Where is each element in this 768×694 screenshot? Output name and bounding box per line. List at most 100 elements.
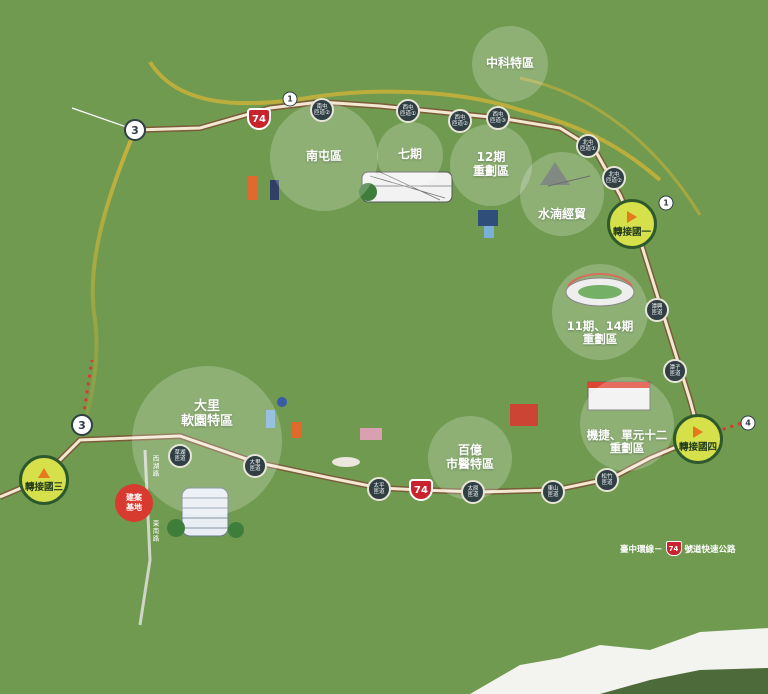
ic-sublabel: 匝道① xyxy=(400,111,416,117)
zone-qiqi-label: 七期 xyxy=(397,147,422,162)
station-illustration xyxy=(587,381,651,411)
freeway-1-right xyxy=(519,76,702,216)
route-number: 4 xyxy=(745,418,751,428)
map-legend: 臺中環線－ 74 號道快速公路 xyxy=(620,541,736,556)
route-number: 1 xyxy=(663,198,669,208)
legend-prefix: 臺中環線－ xyxy=(620,544,663,555)
interchange-tanxing[interactable]: 潭興匝道 xyxy=(645,298,669,322)
ic-sublabel: 匝道 xyxy=(467,492,479,498)
ic-sublabel: 匝道② xyxy=(606,178,622,184)
mountain-ridge xyxy=(600,668,768,694)
ic-label: 草湖 xyxy=(174,449,186,456)
route-number: 3 xyxy=(78,418,86,432)
ic-label: 太平 xyxy=(373,482,385,489)
zone-baiyi-label-b: 市醫特區 xyxy=(445,457,494,471)
interchange-dongshan[interactable]: 東山匝道 xyxy=(541,480,565,504)
ic-label: 東山 xyxy=(547,485,559,492)
zone-shuinan-label: 水湳經貿 xyxy=(537,207,586,222)
shield-number: 74 xyxy=(414,484,428,496)
ic-sublabel: 匝道 xyxy=(669,371,681,377)
route-1-marker-top: 1 xyxy=(282,91,298,107)
site-label-b: 基地 xyxy=(126,503,142,512)
interchange-songzhu[interactable]: 松竹匝道 xyxy=(595,468,619,492)
route-number: 3 xyxy=(131,123,139,137)
zone-jijie-label: 機捷、單元十二 xyxy=(586,427,668,442)
stadium-illustration xyxy=(565,273,635,307)
interchange-xitun2[interactable]: 西屯匝道② xyxy=(448,109,472,133)
play-triangle-icon xyxy=(627,210,637,223)
ic-label: 西屯 xyxy=(492,111,504,118)
ic-sublabel: 匝道② xyxy=(452,121,468,127)
site-label: 建案 xyxy=(126,493,142,503)
route-4-marker: 4 xyxy=(740,415,756,431)
ic-sublabel: 匝道③ xyxy=(490,118,506,124)
play-triangle-icon xyxy=(693,425,703,438)
interchange-xitun3[interactable]: 西屯匝道③ xyxy=(486,106,510,130)
zone-shier-label-b: 重劃區 xyxy=(472,164,509,178)
road-label-xihu: 西湖路 xyxy=(151,455,159,478)
ic-label: 北屯 xyxy=(608,171,620,178)
interchange-xitun1[interactable]: 西屯匝道① xyxy=(396,99,420,123)
zone-qiqi: 七期 xyxy=(377,122,443,188)
interchange-nantun2[interactable]: 南屯匝道② xyxy=(310,98,334,122)
interchange-caohu[interactable]: 草湖匝道 xyxy=(168,444,192,468)
zone-jijie: 機捷、單元十二 重劃區 xyxy=(580,377,674,471)
zone-q11: 11期、14期 重劃區 xyxy=(552,264,648,360)
people-illustrations xyxy=(248,176,538,467)
zone-shuinan: 水湳經貿 xyxy=(520,152,604,236)
zone-nantun-label: 南屯區 xyxy=(305,149,342,164)
hub-label: 轉接國三 xyxy=(24,481,63,493)
triangle-up-icon xyxy=(38,467,50,478)
route-3-marker-left: 3 xyxy=(71,414,93,436)
shield-number: 74 xyxy=(252,113,266,125)
ic-label: 潭子 xyxy=(669,364,681,371)
ic-sublabel: 匝道① xyxy=(580,146,596,152)
zone-zhongke-label: 中科特區 xyxy=(485,56,534,71)
legend-74-shield: 74 xyxy=(665,541,682,556)
ic-label: 南屯 xyxy=(316,103,328,110)
zone-zhongke: 中科特區 xyxy=(472,26,548,102)
hub-freeway-1[interactable]: 轉接國一 xyxy=(607,199,657,249)
ic-label: 松竹 xyxy=(601,473,613,480)
zone-baiyi-label: 百億 xyxy=(457,443,482,458)
hub-freeway-3[interactable]: 轉接國三 xyxy=(19,455,69,505)
zone-shier: 12期 重劃區 xyxy=(450,124,532,206)
tower-illustration xyxy=(167,487,244,538)
shuinan-illustration xyxy=(540,162,591,187)
qiqi-buildings-illustration xyxy=(359,171,453,203)
ic-label: 西屯 xyxy=(454,114,466,121)
ic-sublabel: 匝道 xyxy=(174,456,186,462)
zone-dali: 大里 軟園特區 xyxy=(132,366,282,516)
road-label-dongnan: 東南路 xyxy=(151,520,159,543)
construction-site-marker[interactable]: 建案 基地 xyxy=(115,484,153,522)
ic-label: 北屯 xyxy=(582,139,594,146)
hub-label: 轉接國四 xyxy=(678,441,717,453)
ic-label: 西屯 xyxy=(402,104,414,111)
route-number: 1 xyxy=(287,94,293,104)
ic-sublabel: 匝道② xyxy=(314,110,330,116)
ic-label: 潭興 xyxy=(651,303,663,310)
interchange-beitun1[interactable]: 北屯匝道① xyxy=(576,134,600,158)
ic-sublabel: 匝道 xyxy=(373,489,385,495)
zone-q11-label-b: 重劃區 xyxy=(582,331,618,346)
legend-suffix: 號道快速公路 xyxy=(684,544,736,555)
interchange-tanzi[interactable]: 潭子匝道 xyxy=(663,359,687,383)
hub-label: 轉接國一 xyxy=(612,226,651,238)
freeway-3-left xyxy=(78,129,137,441)
interchange-beitun2[interactable]: 北屯匝道② xyxy=(602,166,626,190)
ic-label: 太原 xyxy=(467,485,479,492)
interchange-taiping[interactable]: 太平匝道 xyxy=(367,477,391,501)
route-74-shield-bottom: 74 xyxy=(409,479,433,501)
zone-q11-label: 11期、14期 xyxy=(566,318,634,333)
zone-dali-label: 大里 xyxy=(193,399,220,414)
ic-sublabel: 匝道 xyxy=(651,310,663,316)
interchange-taiyuan[interactable]: 太原匝道 xyxy=(461,480,485,504)
zone-dali-label-b: 軟園特區 xyxy=(180,413,233,429)
route-3-marker-top: 3 xyxy=(124,119,146,141)
road-dongnan xyxy=(138,449,152,626)
interchange-dali[interactable]: 大里匝道 xyxy=(243,454,267,478)
zone-jijie-label-b: 重劃區 xyxy=(609,440,645,455)
hub-freeway-4[interactable]: 轉接國四 xyxy=(673,414,723,464)
